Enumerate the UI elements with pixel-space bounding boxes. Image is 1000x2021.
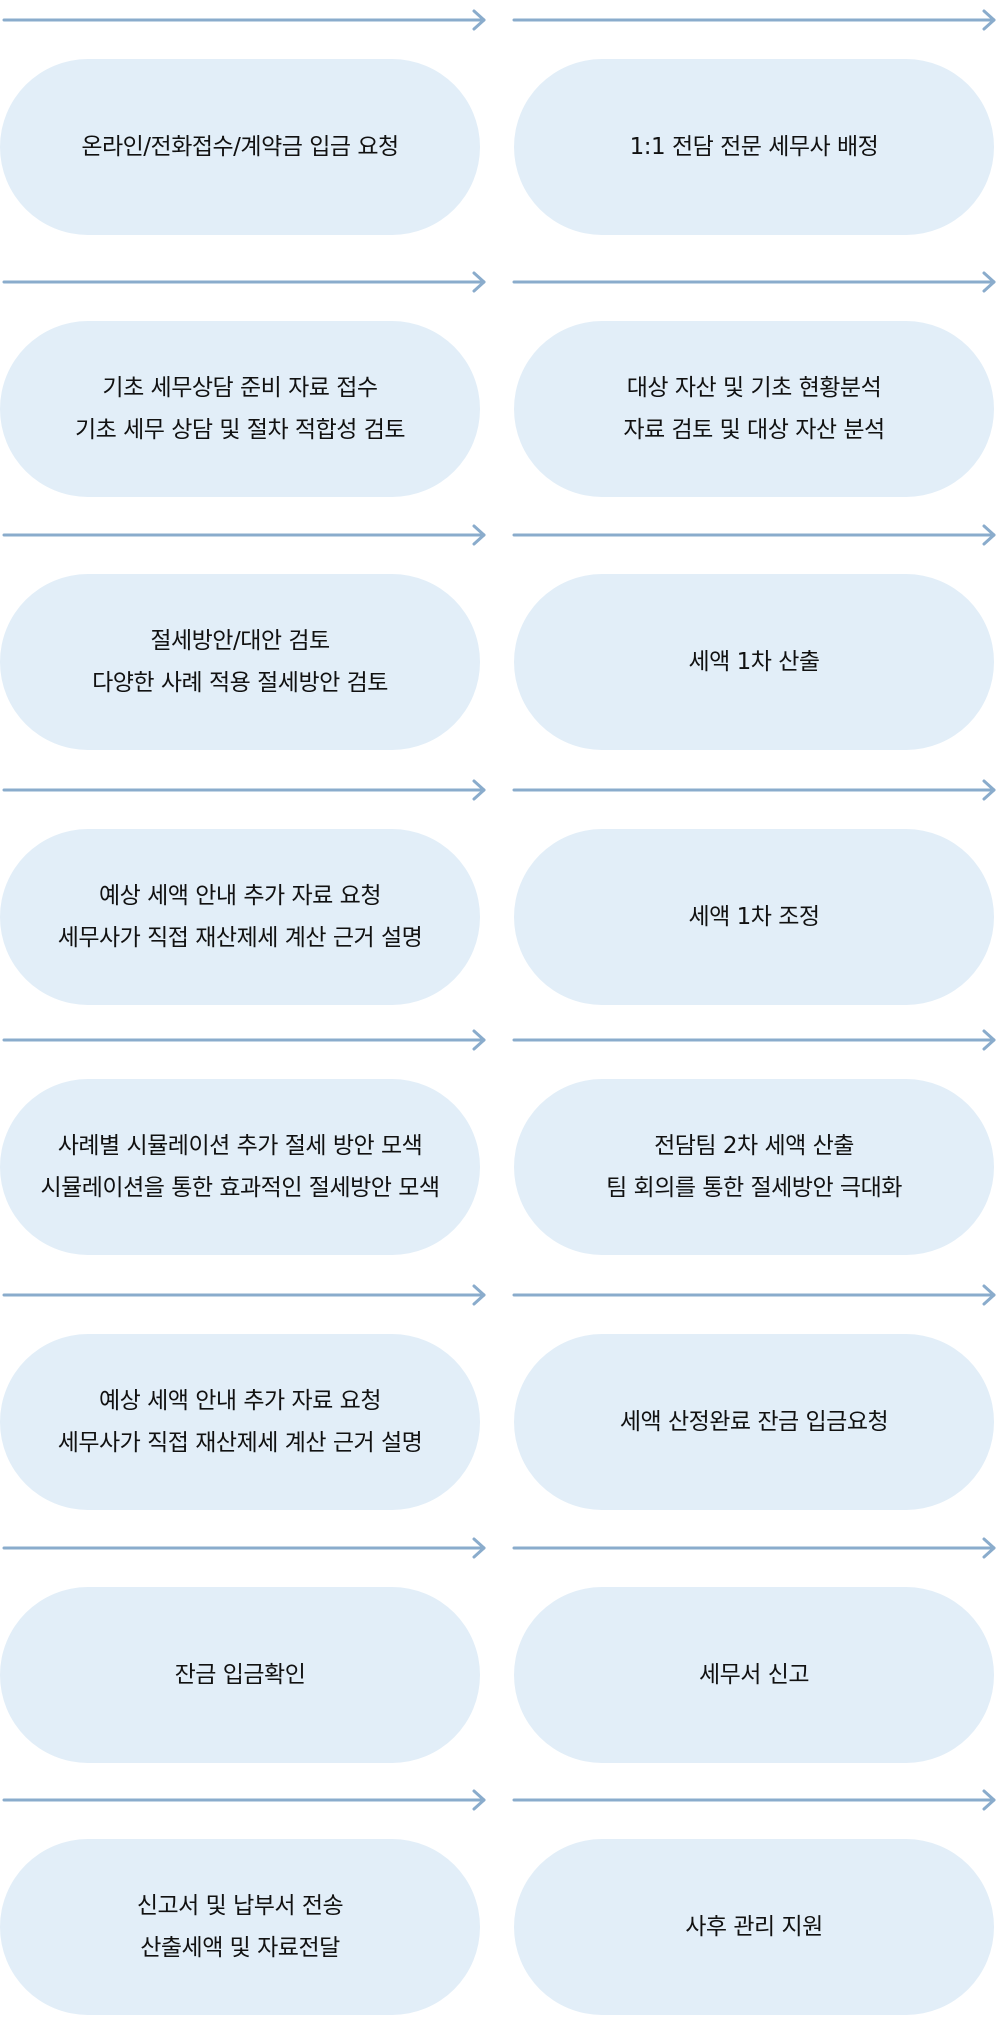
arrow-right-icon bbox=[512, 1536, 1000, 1560]
step-7-left-pill: 잔금 입금확인 bbox=[0, 1587, 480, 1763]
step-text-line: 대상 자산 및 기초 현황분석 bbox=[626, 375, 882, 401]
step-7-right-pill: 세무서 신고 bbox=[514, 1587, 994, 1763]
step-text-line: 전담팀 2차 세액 산출 bbox=[654, 1133, 854, 1159]
step-text-line: 예상 세액 안내 추가 자료 요청 bbox=[99, 1388, 381, 1414]
arrow-right-icon bbox=[512, 8, 1000, 32]
step-6-right-pill: 세액 산정완료 잔금 입금요청 bbox=[514, 1334, 994, 1510]
step-text-line: 세무서 신고 bbox=[698, 1662, 810, 1688]
step-8-right-pill: 사후 관리 지원 bbox=[514, 1839, 994, 2015]
step-text-line: 세액 1차 산출 bbox=[688, 649, 820, 675]
step-text-line: 기초 세무 상담 및 절차 적합성 검토 bbox=[74, 417, 406, 443]
step-1-left-pill: 온라인/전화접수/계약금 입금 요청 bbox=[0, 59, 480, 235]
step-text-line: 세무사가 직접 재산제세 계산 근거 설명 bbox=[57, 925, 423, 951]
step-4-right-pill: 세액 1차 조정 bbox=[514, 829, 994, 1005]
arrow-right-icon bbox=[512, 1283, 1000, 1307]
arrow-right-icon bbox=[512, 270, 1000, 294]
arrow-right-icon bbox=[2, 1283, 490, 1307]
arrow-right-icon bbox=[512, 778, 1000, 802]
step-text-line: 시뮬레이션을 통한 효과적인 절세방안 모색 bbox=[40, 1175, 440, 1201]
arrow-right-icon bbox=[2, 1028, 490, 1052]
step-text-line: 1:1 전담 전문 세무사 배정 bbox=[629, 134, 879, 160]
arrow-right-icon bbox=[512, 523, 1000, 547]
step-1-right-pill: 1:1 전담 전문 세무사 배정 bbox=[514, 59, 994, 235]
step-text-line: 산출세액 및 자료전달 bbox=[140, 1935, 340, 1961]
step-text-line: 잔금 입금확인 bbox=[174, 1662, 306, 1688]
step-text-line: 예상 세액 안내 추가 자료 요청 bbox=[99, 883, 381, 909]
step-text-line: 자료 검토 및 대상 자산 분석 bbox=[623, 417, 885, 443]
arrow-right-icon bbox=[2, 1536, 490, 1560]
step-text-line: 세액 1차 조정 bbox=[688, 904, 820, 930]
step-text-line: 다양한 사례 적용 절세방안 검토 bbox=[92, 670, 388, 696]
arrow-right-icon bbox=[512, 1028, 1000, 1052]
step-text-line: 사후 관리 지원 bbox=[685, 1914, 823, 1940]
arrow-right-icon bbox=[2, 778, 490, 802]
arrow-right-icon bbox=[2, 1788, 490, 1812]
step-text-line: 온라인/전화접수/계약금 입금 요청 bbox=[81, 134, 399, 160]
step-text-line: 사례별 시뮬레이션 추가 절세 방안 모색 bbox=[57, 1133, 423, 1159]
step-3-right-pill: 세액 1차 산출 bbox=[514, 574, 994, 750]
arrow-right-icon bbox=[2, 523, 490, 547]
step-text-line: 신고서 및 납부서 전송 bbox=[136, 1893, 344, 1919]
arrow-right-icon bbox=[2, 8, 490, 32]
step-text-line: 절세방안/대안 검토 bbox=[150, 628, 330, 654]
arrow-right-icon bbox=[512, 1788, 1000, 1812]
step-text-line: 기초 세무상담 준비 자료 접수 bbox=[102, 375, 378, 401]
step-text-line: 세액 산정완료 잔금 입금요청 bbox=[619, 1409, 889, 1435]
step-text-line: 세무사가 직접 재산제세 계산 근거 설명 bbox=[57, 1430, 423, 1456]
step-text-line: 팀 회의를 통한 절세방안 극대화 bbox=[606, 1175, 902, 1201]
arrow-right-icon bbox=[2, 270, 490, 294]
